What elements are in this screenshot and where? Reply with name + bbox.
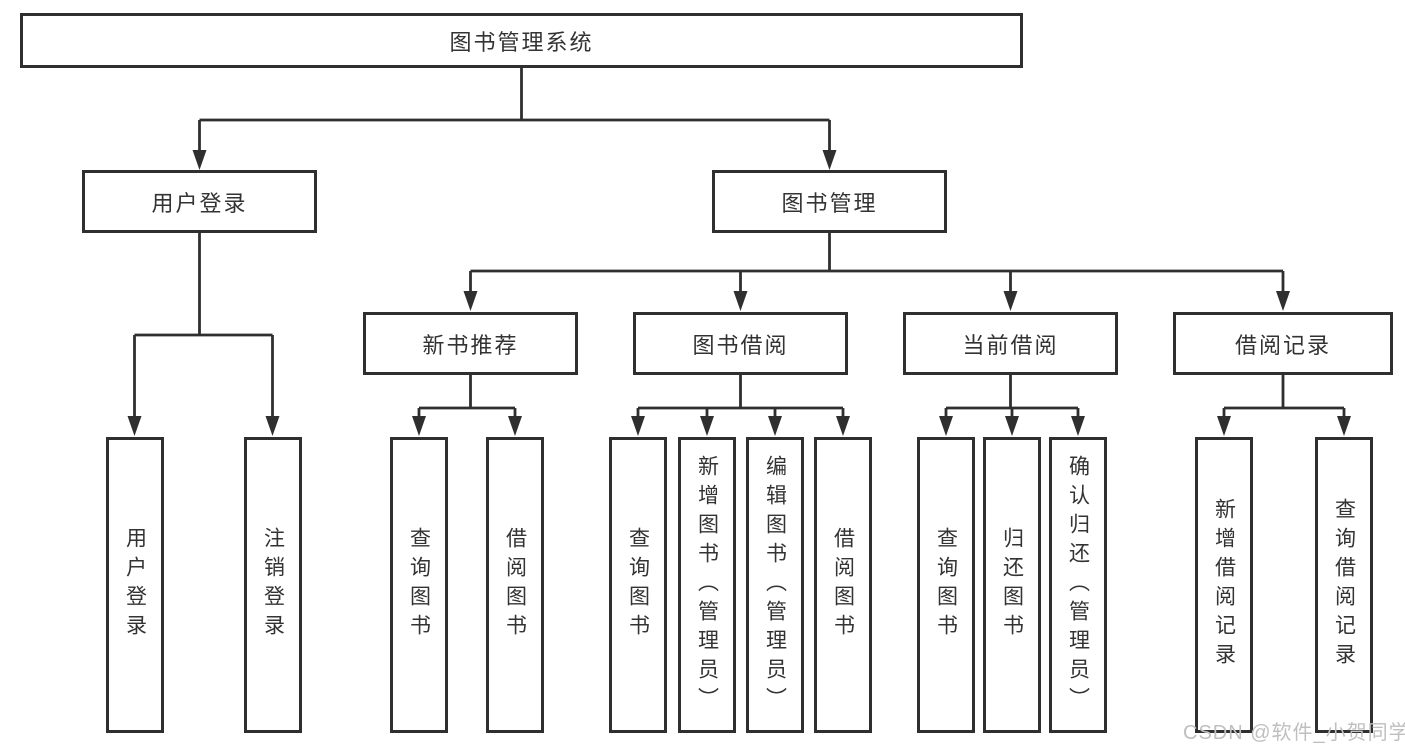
node-label: 新书推荐 bbox=[422, 332, 519, 358]
node-recommend-borrow-books: 借阅图书 bbox=[486, 437, 544, 733]
node-query-borrow-record: 查询借阅记录 bbox=[1315, 437, 1373, 733]
node-label: 编辑图书（管理员） bbox=[763, 454, 787, 716]
csdn-watermark: CSDN @软件_小贺同学 bbox=[1183, 722, 1405, 744]
node-label: 查询图书 bbox=[626, 527, 650, 643]
node-label: 借阅图书 bbox=[503, 527, 527, 643]
node-current-borrowing: 当前借阅 bbox=[903, 312, 1118, 375]
node-label: 图书管理系统 bbox=[449, 29, 594, 55]
node-logout: 注销登录 bbox=[244, 437, 302, 733]
node-label: 查询借阅记录 bbox=[1332, 498, 1356, 672]
node-label: 当前借阅 bbox=[962, 332, 1059, 358]
node-borrow-books: 借阅图书 bbox=[814, 437, 872, 733]
node-book-management: 图书管理 bbox=[712, 170, 947, 233]
node-login: 用户登录 bbox=[106, 437, 164, 733]
node-label: 借阅记录 bbox=[1234, 332, 1331, 358]
node-confirm-return-admin: 确认归还（管理员） bbox=[1049, 437, 1107, 733]
node-label: 确认归还（管理员） bbox=[1066, 454, 1090, 716]
node-return-books: 归还图书 bbox=[983, 437, 1041, 733]
node-label: 图书管理 bbox=[781, 190, 878, 216]
node-label: 查询图书 bbox=[407, 527, 431, 643]
node-label: 注销登录 bbox=[261, 527, 285, 643]
node-borrowing-query-books: 查询图书 bbox=[609, 437, 667, 733]
node-add-books-admin: 新增图书（管理员） bbox=[678, 437, 736, 733]
node-user-login: 用户登录 bbox=[82, 170, 317, 233]
node-new-book-recommend: 新书推荐 bbox=[363, 312, 578, 375]
node-recommend-query-books: 查询图书 bbox=[390, 437, 448, 733]
node-library-management-system: 图书管理系统 bbox=[20, 13, 1023, 68]
node-current-query-books: 查询图书 bbox=[917, 437, 975, 733]
node-label: 图书借阅 bbox=[692, 332, 789, 358]
node-label: 用户登录 bbox=[151, 190, 248, 216]
node-label: 借阅图书 bbox=[831, 527, 855, 643]
node-borrowing-records: 借阅记录 bbox=[1173, 312, 1393, 375]
node-label: 用户登录 bbox=[123, 527, 147, 643]
node-label: 查询图书 bbox=[934, 527, 958, 643]
node-label: 新增图书（管理员） bbox=[695, 454, 719, 716]
node-edit-books-admin: 编辑图书（管理员） bbox=[746, 437, 804, 733]
node-add-borrow-record: 新增借阅记录 bbox=[1195, 437, 1253, 733]
node-label: 新增借阅记录 bbox=[1212, 498, 1236, 672]
node-book-borrowing: 图书借阅 bbox=[633, 312, 848, 375]
node-label: 归还图书 bbox=[1000, 527, 1024, 643]
